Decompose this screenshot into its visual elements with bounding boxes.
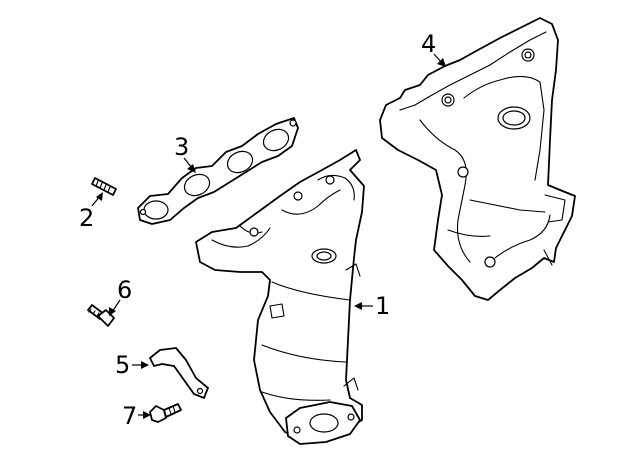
arrow-6 xyxy=(109,307,116,316)
callout-1: 1 xyxy=(375,292,390,320)
callout-7: 7 xyxy=(122,402,137,430)
arrow-1 xyxy=(354,302,362,310)
callout-2: 2 xyxy=(79,204,94,232)
arrow-7 xyxy=(143,411,151,419)
bracket[interactable] xyxy=(149,347,209,399)
arrow-2 xyxy=(96,192,103,201)
callout-3: 3 xyxy=(174,133,189,161)
stud[interactable] xyxy=(91,177,117,196)
heat-shield[interactable] xyxy=(379,17,576,301)
callout-5: 5 xyxy=(115,351,130,379)
flange-bolt[interactable] xyxy=(149,403,182,423)
callout-4: 4 xyxy=(421,30,436,58)
arrow-5 xyxy=(141,361,149,369)
arrow-4 xyxy=(437,58,446,67)
arrow-3 xyxy=(187,164,196,173)
leaders xyxy=(91,53,446,419)
exhaust-manifold[interactable] xyxy=(195,149,365,445)
callout-6: 6 xyxy=(117,276,132,304)
